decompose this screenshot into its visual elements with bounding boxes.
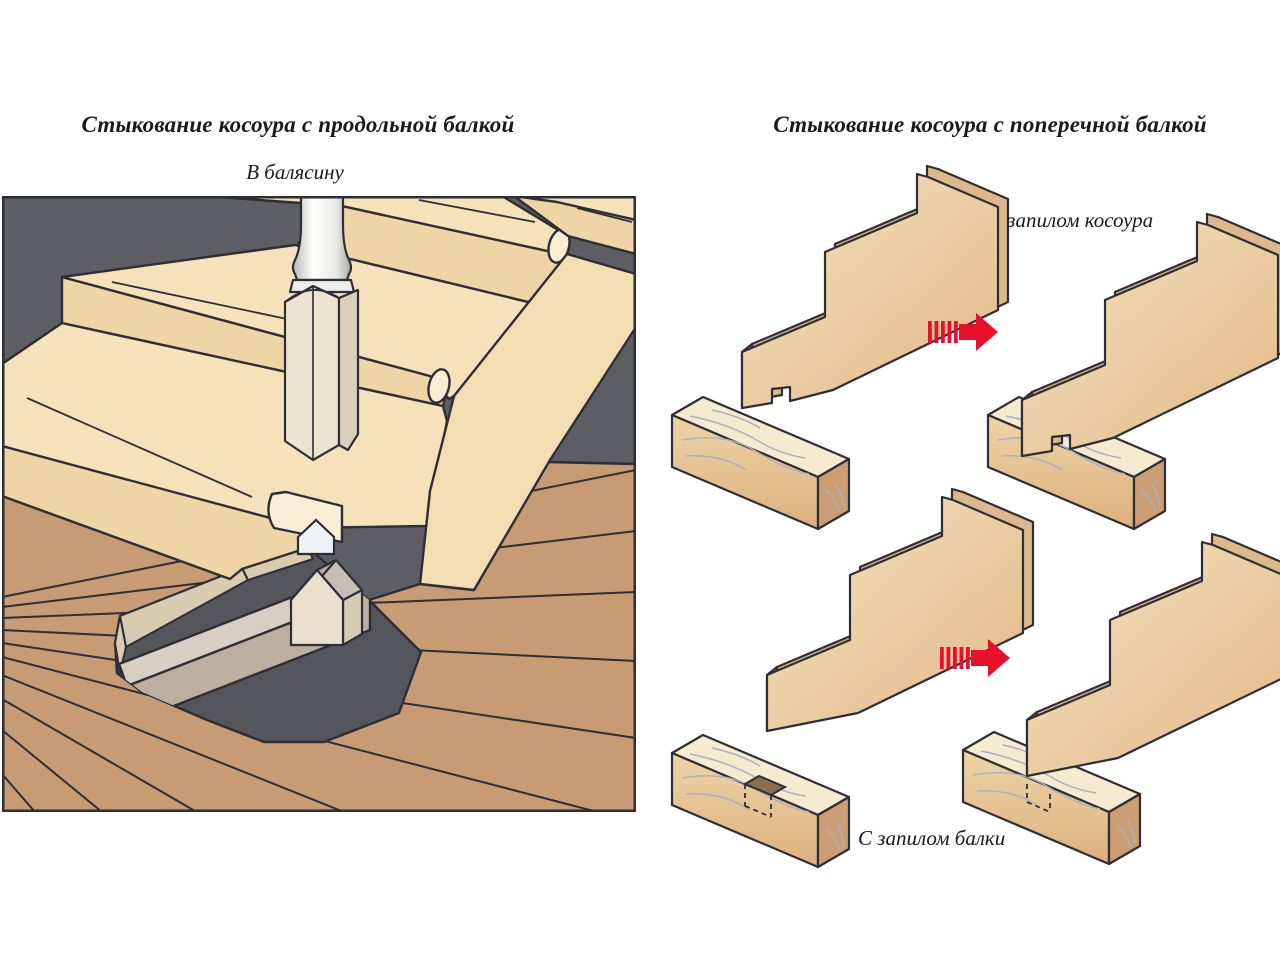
tread-grooves: [26, 199, 633, 498]
beam-notch: [742, 774, 788, 818]
tread-4: [512, 196, 636, 222]
illustration-frame: [2, 196, 636, 812]
joint-variant-diagrams: [670, 164, 1280, 869]
baluster-turned-section: [291, 196, 353, 282]
variant-label-notched-stringer: С запилом косоура: [988, 208, 1154, 232]
staircase-illustration: [2, 196, 636, 812]
turned-baluster-post: [283, 196, 360, 462]
post-shoulder-curve: [284, 289, 340, 303]
diagram-notched-beam-exploded: [670, 487, 1035, 869]
variant-label-notched-beam: С запилом балки: [858, 826, 1006, 850]
left-panel-subtitle: В балясину: [246, 160, 344, 184]
hidden-notch-lines: [1026, 784, 1051, 813]
right-panel-title: Стыкование косоура с поперечной балкой: [773, 112, 1207, 137]
plank-cut-edges: [114, 546, 314, 674]
side-stringer: [418, 252, 636, 592]
mortise-gap: [296, 518, 336, 556]
post-side-face: [337, 288, 360, 452]
diagram-notched-stringer-assembled: [986, 212, 1280, 531]
pointed-support-block: [289, 558, 364, 647]
post-front-face: [283, 284, 341, 462]
bullnose-2: [427, 368, 451, 404]
left-panel-title: Стыкование косоура с продольной балкой: [81, 112, 515, 137]
diagram-notched-beam-assembled: [961, 532, 1280, 866]
diagram-notched-stringer-exploded: [670, 164, 1010, 531]
